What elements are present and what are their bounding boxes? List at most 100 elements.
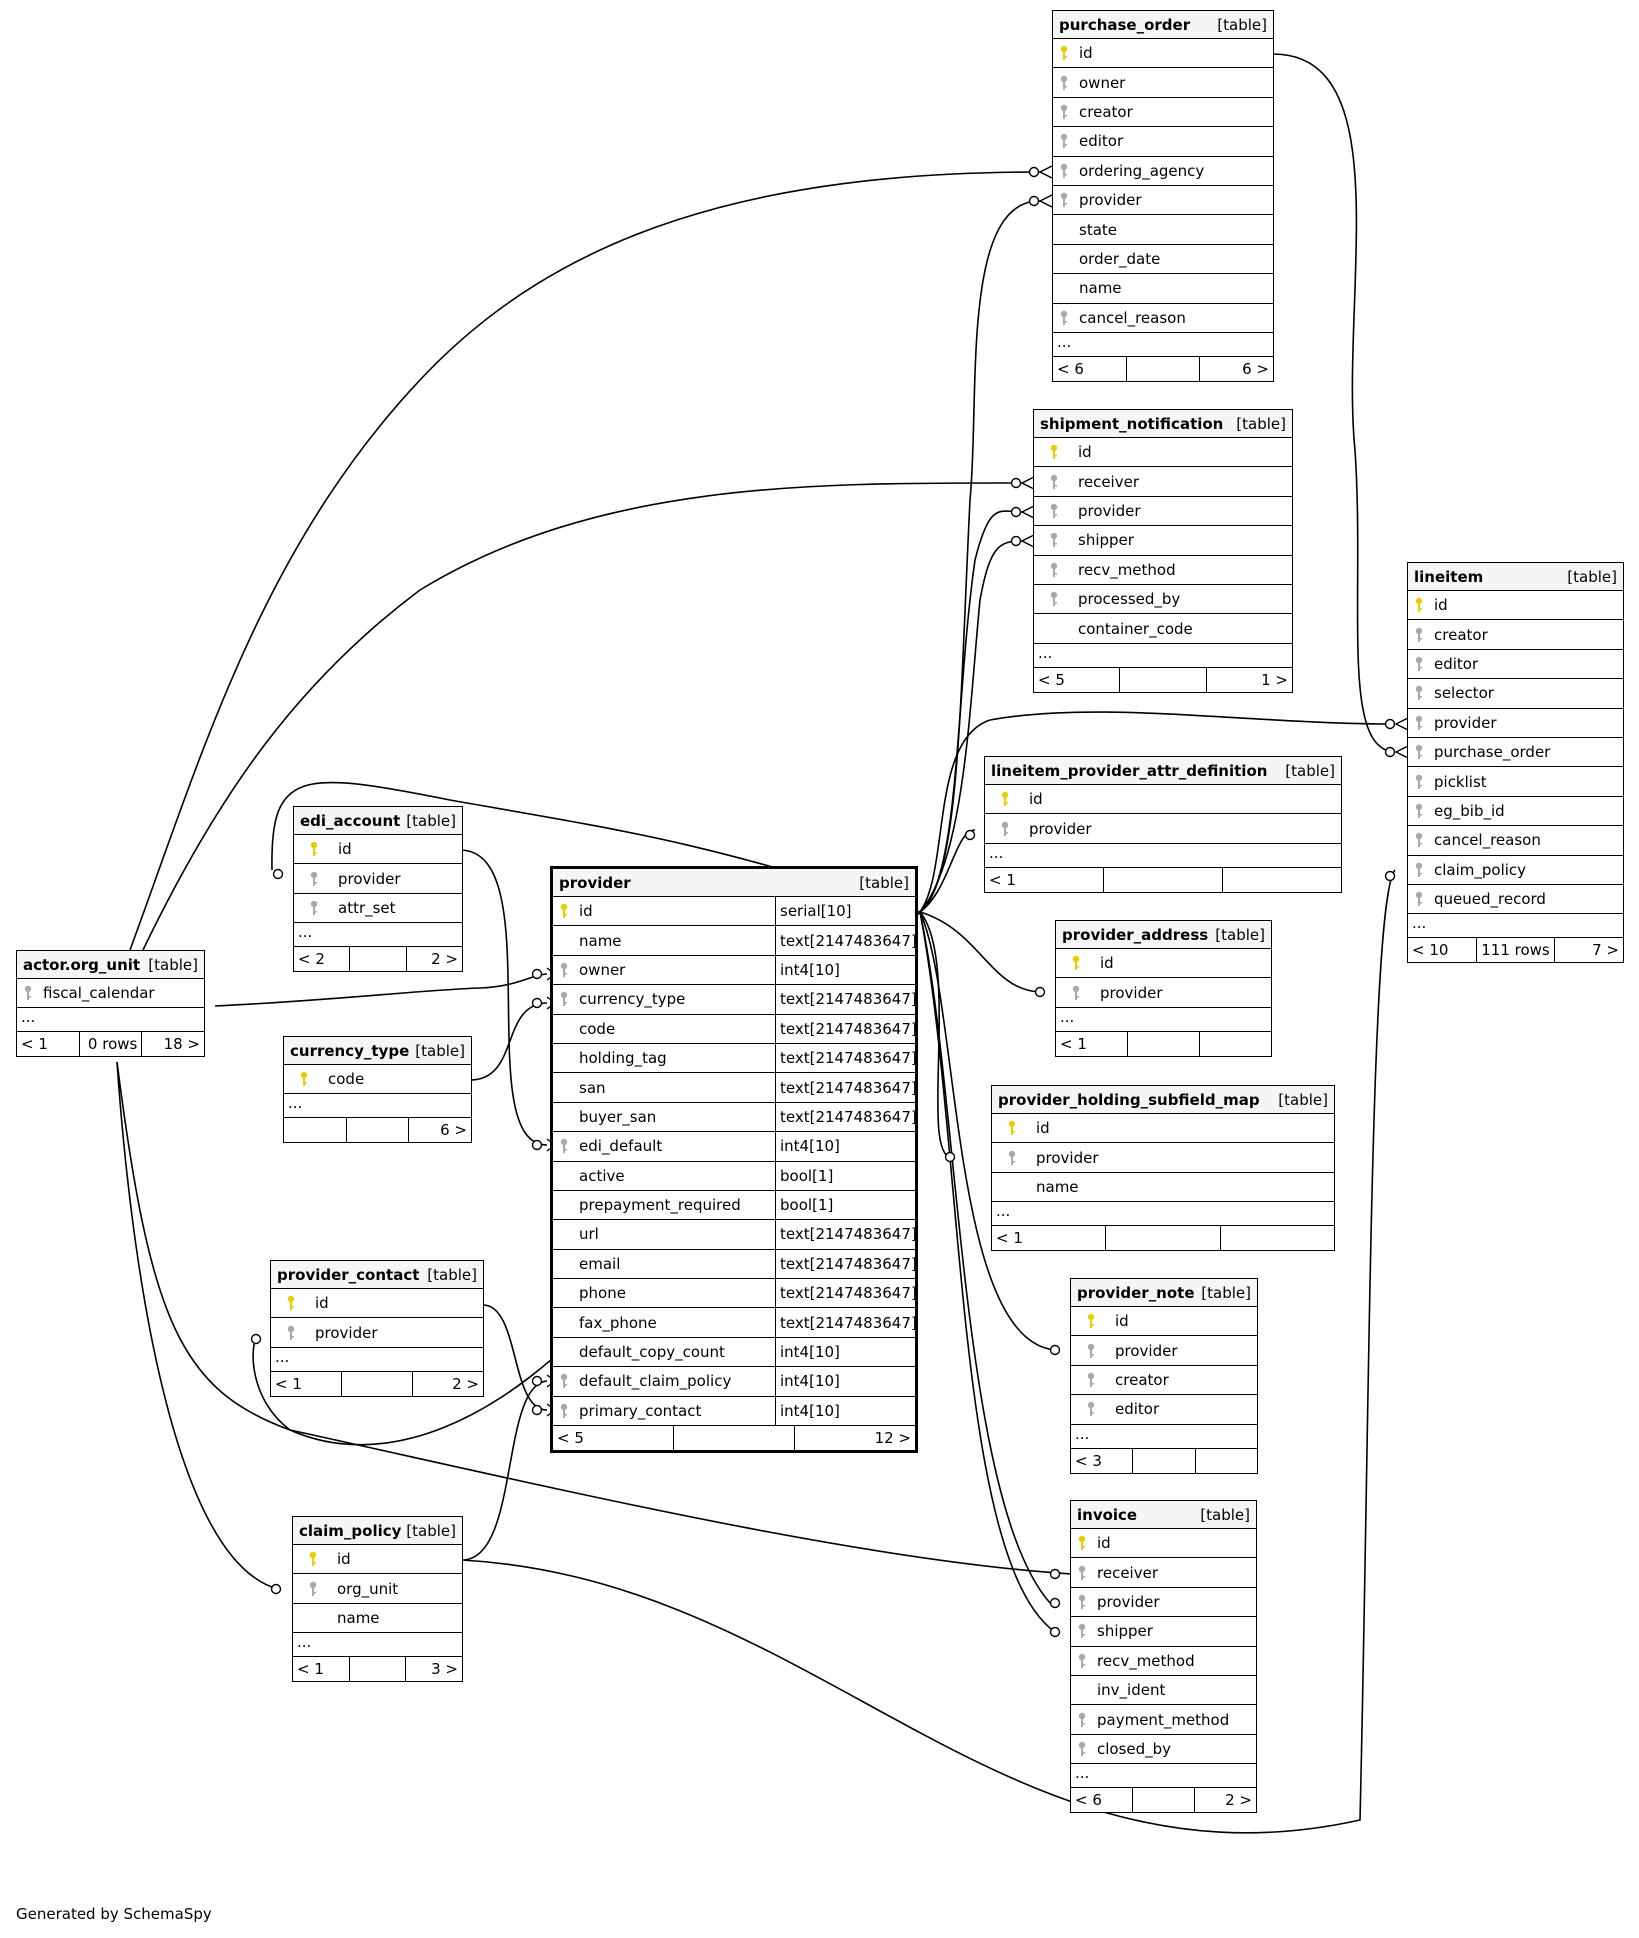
column-row[interactable]: container_code: [1034, 614, 1292, 644]
column-row[interactable]: id: [293, 1545, 462, 1575]
table-actor-org-unit[interactable]: actor.org_unit[table] fiscal_calendar ..…: [16, 950, 205, 1058]
column-row[interactable]: owner: [1053, 68, 1273, 98]
column-row[interactable]: id: [294, 835, 462, 865]
column-row[interactable]: id: [985, 785, 1341, 815]
column-row[interactable]: creator: [1408, 620, 1623, 650]
column-row[interactable]: provider: [985, 814, 1341, 844]
foreign-key-icon: [1078, 1741, 1086, 1756]
column-row[interactable]: closed_by: [1071, 1735, 1256, 1765]
column-row[interactable]: purchase_order: [1408, 738, 1623, 768]
key-icon-slot: [553, 1403, 575, 1419]
column-row[interactable]: eg_bib_id: [1408, 797, 1623, 827]
column-row[interactable]: id: [992, 1114, 1334, 1144]
column-row[interactable]: receiver: [1071, 1558, 1256, 1588]
column-row[interactable]: receiver: [1034, 467, 1292, 497]
column-row[interactable]: editor: [1053, 127, 1273, 157]
column-row[interactable]: provider: [1034, 497, 1292, 527]
column-row[interactable]: id: [1053, 39, 1273, 69]
column-row[interactable]: editor: [1408, 650, 1623, 680]
column-row[interactable]: creator: [1053, 98, 1273, 128]
column-row[interactable]: payment_method: [1071, 1705, 1256, 1735]
column-row[interactable]: name: [992, 1173, 1334, 1203]
column-row[interactable]: cancel_reason: [1053, 304, 1273, 333]
column-row[interactable]: creator: [1071, 1366, 1257, 1396]
column-row[interactable]: id: [1071, 1307, 1257, 1337]
column-row[interactable]: id: [1408, 591, 1623, 621]
column-type: text[2147483647]: [775, 1043, 917, 1073]
key-icon-slot: [1034, 532, 1074, 548]
column-row[interactable]: editor: [1071, 1395, 1257, 1425]
key-icon-slot: [293, 1581, 333, 1597]
column-name: id: [1036, 1119, 1050, 1138]
column-row[interactable]: picklist: [1408, 767, 1623, 797]
column-row[interactable]: attr_set: [294, 894, 462, 924]
column-row[interactable]: ordering_agency: [1053, 157, 1273, 186]
foreign-key-icon: [560, 1139, 568, 1154]
column-row[interactable]: provider: [271, 1318, 483, 1348]
column-row[interactable]: queued_record: [1408, 885, 1623, 915]
column-row[interactable]: id: [1071, 1529, 1256, 1559]
column-row[interactable]: processed_by: [1034, 585, 1292, 615]
column-row[interactable]: recv_method: [1034, 556, 1292, 585]
column-row[interactable]: inv_ident: [1071, 1676, 1256, 1706]
column-row[interactable]: claim_policy: [1408, 856, 1623, 885]
column-row[interactable]: code: [284, 1065, 471, 1095]
column-row[interactable]: id: [1056, 949, 1271, 979]
column-name: name: [1079, 279, 1122, 298]
column-row[interactable]: selector: [1408, 679, 1623, 709]
column-row[interactable]: provider: [1071, 1588, 1256, 1618]
column-row[interactable]: id: [271, 1289, 483, 1319]
column-row[interactable]: provider: [1408, 709, 1623, 738]
key-icon-slot: [1408, 891, 1430, 907]
column-row[interactable]: org_unit: [293, 1574, 462, 1604]
column-row[interactable]: shipper: [1071, 1617, 1256, 1647]
column-row[interactable]: provider: [992, 1143, 1334, 1173]
table-lineitem-provider-attr-definition[interactable]: lineitem_provider_attr_definition[table]…: [984, 756, 1342, 893]
column-row[interactable]: provider: [1056, 978, 1271, 1008]
column-row[interactable]: recv_method: [1071, 1647, 1256, 1676]
column-row[interactable]: name: [1053, 274, 1273, 304]
column-row[interactable]: provider: [1053, 186, 1273, 216]
column-row[interactable]: cancel_reason: [1408, 826, 1623, 856]
column-row[interactable]: shipper: [1034, 526, 1292, 556]
column-row[interactable]: provider: [294, 864, 462, 894]
column-row[interactable]: id: [1034, 438, 1292, 468]
column-row[interactable]: fiscal_calendar: [17, 979, 204, 1009]
column-row[interactable]: provider: [1071, 1336, 1257, 1366]
table-title: provider: [559, 873, 631, 892]
column-row[interactable]: state: [1053, 215, 1273, 245]
column-row[interactable]: name: [293, 1604, 462, 1634]
table-currency-type[interactable]: currency_type[table] code ... 6 >: [283, 1036, 472, 1144]
column-row[interactable]: order_date: [1053, 245, 1273, 275]
foreign-key-icon: [1072, 985, 1080, 1000]
